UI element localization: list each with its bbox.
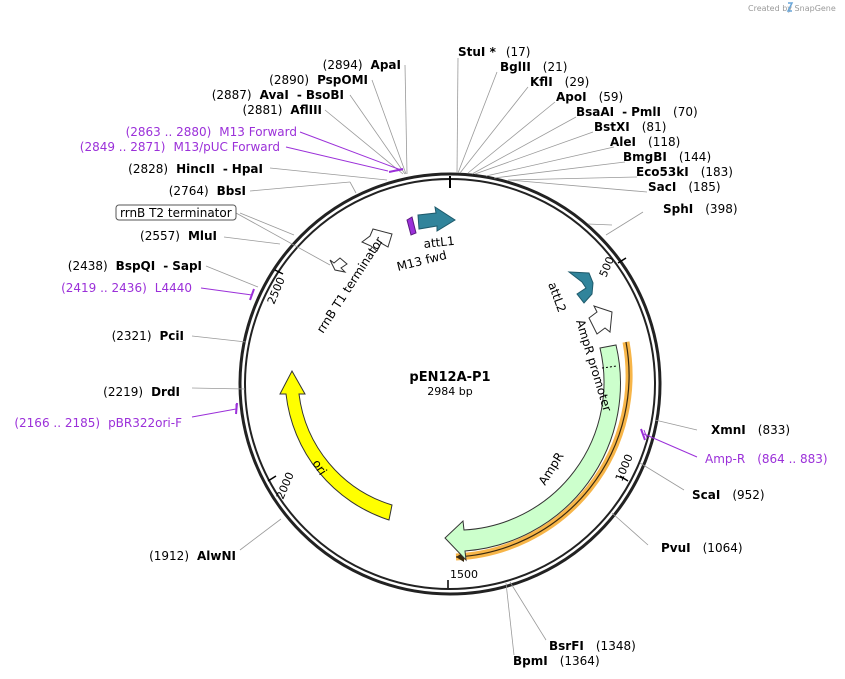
site-hincii-hpai: (2828)HincII-HpaI (128, 162, 263, 176)
rrnb-t1-label: rrnB T1 terminator (314, 234, 387, 335)
primer-pbr322ori-f: (2166 .. 2185)pBR322ori-F (14, 416, 182, 430)
site-apai: (2894)ApaI (323, 58, 401, 72)
primer-m13-forward: (2863 .. 2880)M13 Forward (126, 125, 297, 139)
primer-l4440: (2419 .. 2436)L4440 (61, 281, 192, 295)
site-stui: StuI *(17) (458, 45, 530, 59)
attl2-arrow[interactable] (567, 271, 594, 304)
tick-mark-2000 (267, 475, 277, 482)
rrnb-t2-arrow[interactable] (329, 257, 348, 273)
site-bmgbi: BmgBI(144) (623, 150, 711, 164)
backbone-outer (238, 172, 662, 596)
ori-feature-arrow[interactable] (279, 369, 393, 521)
site-bsaai-pmli: BsaAI-PmlI(70) (576, 105, 698, 119)
ampr-promoter-boundary (601, 365, 618, 369)
site-saci: SacI(185) (648, 180, 721, 194)
rrnb-t2-label-box (115, 204, 237, 221)
site-bbsi: (2764)BbsI (169, 184, 246, 198)
ampr-promoter-arrow[interactable] (588, 305, 613, 335)
site-avai-bsobi: (2887)AvaI-BsoBI (212, 88, 344, 102)
site-eco53ki: Eco53kI(183) (636, 165, 733, 179)
site-afliii: (2881)AflIII (243, 103, 322, 117)
site-bspqi-sapi: (2438)BspQI-SapI (68, 259, 202, 273)
tick-mark-1000 (619, 475, 629, 482)
m13-fwd-arrow[interactable] (406, 216, 417, 236)
site-bpmi: BpmI(1364) (513, 654, 600, 668)
tick-label-500: 500 (597, 255, 617, 279)
primer-amp-r: Amp-R(864 .. 883) (705, 452, 828, 466)
site-mlui: (2557)MluI (140, 229, 217, 243)
ampr-feature-arrow[interactable] (444, 344, 621, 562)
site-sphi: SphI(398) (663, 202, 738, 216)
plasmid-length: 2984 bp (427, 385, 472, 398)
site-alwni: (1912)AlwNI (149, 549, 236, 563)
site-bglii: BglII(21) (500, 60, 567, 74)
tick-mark-2500 (274, 269, 284, 275)
rrnb-t2-label: rrnB T2 terminator (120, 206, 232, 220)
plasmid-name: pEN12A-P1 (409, 370, 490, 385)
site-drdi: (2219)DrdI (103, 385, 180, 399)
primer-mark-pbr322ori-f (235, 402, 238, 415)
tick-label-1500: 1500 (450, 568, 478, 581)
site-apoi: ApoI(59) (556, 90, 623, 104)
tick-mark-500 (617, 257, 627, 264)
snapgene-credit: Created by SnapGene (748, 4, 836, 13)
primer-mark-l4440 (249, 288, 255, 301)
site-scai: ScaI(952) (692, 488, 765, 502)
site-leader-lines (191, 57, 698, 656)
site-xmni: XmnI(833) (711, 423, 790, 437)
ampr-label: AmpR (536, 450, 567, 488)
attl1-arrow[interactable] (417, 205, 456, 232)
site-pvui: PvuI(1064) (661, 541, 743, 555)
attl2-label: attL2 (545, 280, 569, 314)
site-bsrfi: BsrFI(1348) (549, 639, 636, 653)
site-alei: AleI(118) (610, 135, 680, 149)
attl1-label: attL1 (423, 234, 455, 251)
site-pcii: (2321)PciI (112, 329, 184, 343)
site-bstxi: BstXI(81) (594, 120, 666, 134)
ampr-orf-line (455, 341, 630, 558)
snapgene-logo-icon (786, 2, 794, 12)
tick-label-2000: 2000 (274, 470, 297, 501)
primer-mark-amp-r (640, 428, 646, 441)
site-kfli: KflI(29) (530, 75, 589, 89)
primer-m13-puc-forward: (2849 .. 2871)M13/pUC Forward (80, 140, 280, 154)
rrnb-t1-arrow[interactable] (361, 228, 393, 252)
m13-fwd-label: M13 fwd (395, 248, 448, 274)
site-pspomi: (2890)PspOMI (269, 73, 368, 87)
primer-mark-m13 (388, 168, 404, 173)
